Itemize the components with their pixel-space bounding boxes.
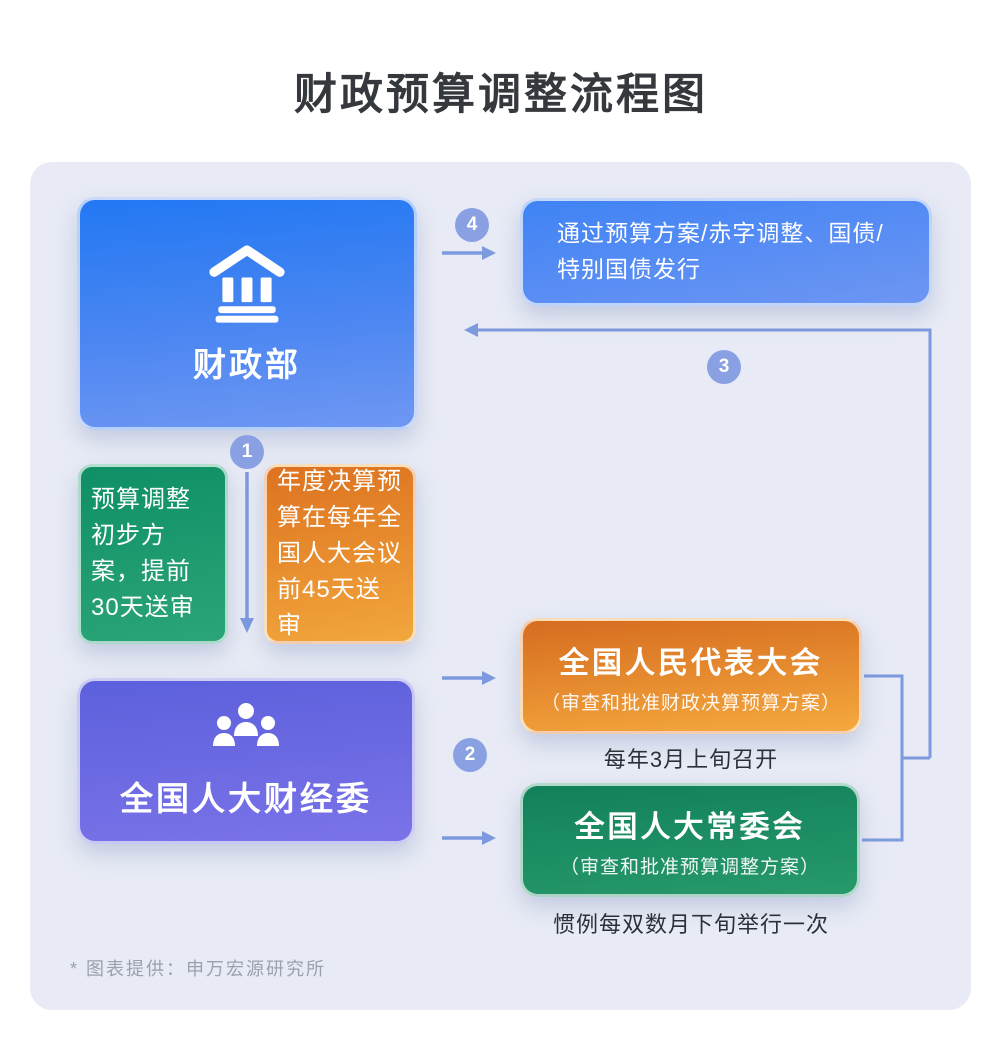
note-budget-adjustment: 预算调整初步方案，提前30天送审 — [78, 464, 228, 644]
node-label: 财政部 — [193, 345, 301, 383]
page-title: 财政预算调整流程图 — [294, 71, 708, 119]
node-title: 全国人大常委会 — [574, 810, 806, 844]
step-badge-2: 2 — [453, 738, 487, 772]
arrow-step1 — [240, 472, 254, 633]
note-annual-final-accounts: 年度决算预算在每年全国人大会议前45天送审 — [264, 464, 416, 644]
team-icon — [210, 702, 282, 758]
arrow-step3 — [464, 323, 932, 758]
node-ministry-of-finance: 财政部 — [77, 197, 417, 430]
step-badge-4: 4 — [455, 208, 489, 242]
node-outcome: 通过预算方案/赤字调整、国债/ 特别国债发行 — [520, 198, 932, 306]
bracket-connector — [862, 674, 930, 842]
connector-layer — [240, 246, 932, 845]
bank-icon — [203, 242, 291, 324]
node-label: 全国人大财经委 — [120, 780, 372, 817]
node-npc-standing-committee: 全国人大常委会 （审查和批准预算调整方案） — [520, 783, 860, 897]
node-npc: 全国人民代表大会 （审查和批准财政决算预算方案） — [520, 618, 862, 734]
npcsc-schedule: 惯例每双数月下旬举行一次 — [552, 912, 829, 937]
arrow-step4 — [442, 246, 496, 260]
note-text: 预算调整初步方案，提前30天送审 — [91, 486, 195, 621]
source-credit: * 图表提供：申万宏源研究所 — [70, 959, 327, 979]
node-subtitle: （审查和批准预算调整方案） — [559, 856, 820, 878]
arrow-step2-npc — [442, 671, 496, 685]
npc-schedule: 每年3月上旬召开 — [603, 747, 779, 772]
outcome-text: 通过预算方案/赤字调整、国债/ 特别国债发行 — [557, 220, 884, 282]
flowchart-panel: 财政部 通过预算方案/赤字调整、国债/ 特别国债发行 预算调整初步方案，提前30… — [30, 162, 971, 1010]
arrow-step2-npcsc — [442, 831, 496, 845]
step-badge-1: 1 — [230, 435, 264, 469]
step-badge-3: 3 — [707, 350, 741, 384]
node-npc-finance-committee: 全国人大财经委 — [77, 678, 415, 844]
node-title: 全国人民代表大会 — [559, 646, 823, 680]
note-text: 年度决算预算在每年全国人大会议前45天送审 — [277, 468, 402, 639]
node-subtitle: （审查和批准财政决算预算方案） — [540, 692, 841, 714]
